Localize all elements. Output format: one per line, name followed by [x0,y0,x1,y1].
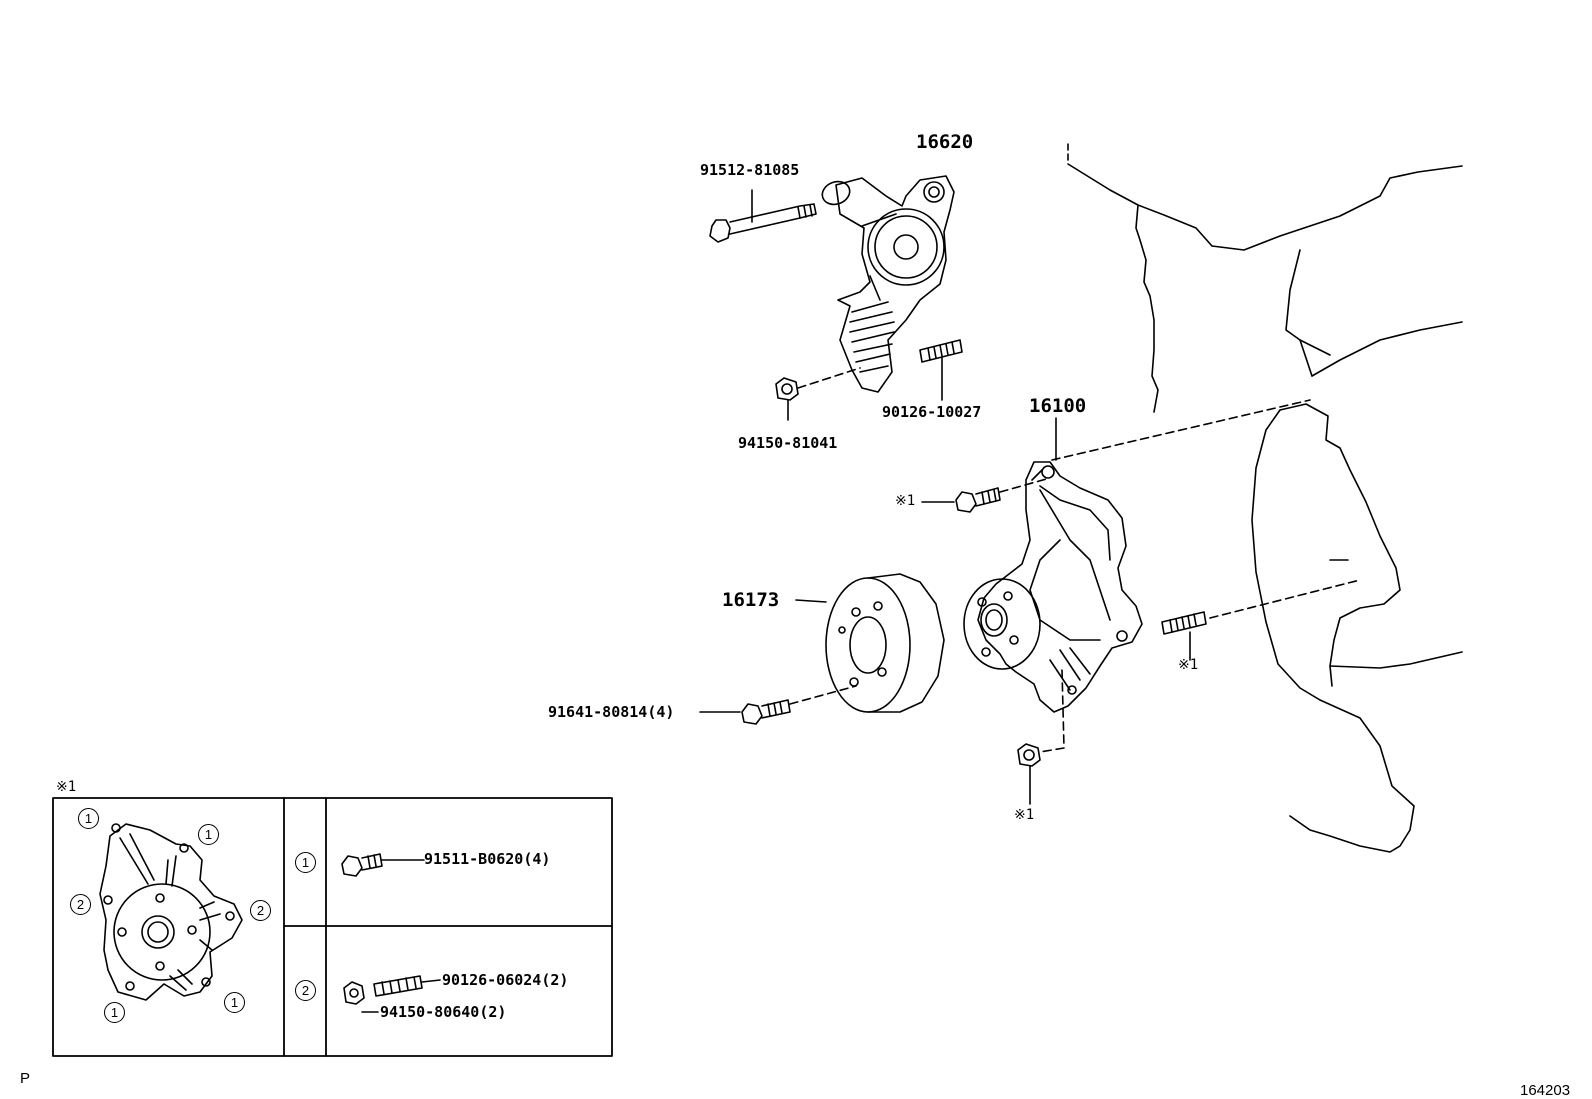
inset-pump-figure [99,823,243,1001]
inset-row1-index: 1 [295,852,316,873]
inset-callout-1: 1 [198,824,219,845]
inset-row2-index: 2 [295,980,316,1001]
label-tensioner-bolt[interactable]: 91512-81085 [700,161,800,179]
pump-stud-leader [1209,579,1361,619]
inset-callout-2: 2 [70,894,91,915]
label-tensioner[interactable]: 16620 [916,131,974,153]
label-pulley-bolt[interactable]: 91641-80814(4) [548,703,675,721]
inset-row1-bolt [341,853,425,877]
inset-table [52,797,613,1057]
engine-block-outline [1067,143,1463,853]
ref-pump-nut: ※1 [1014,807,1035,823]
pump-bolt [921,477,1051,513]
footer-left-mark: P [20,1070,31,1087]
inset-callout-2: 2 [250,900,271,921]
inset-callout-1: 1 [224,992,245,1013]
pump-upper-leader [1051,399,1311,461]
label-tensioner-nut[interactable]: 94150-81041 [738,434,838,452]
ref-pump-bolt: ※1 [895,493,916,509]
pulley-bolt [699,685,857,725]
diagram-id: 164203 [1520,1082,1571,1099]
inset-title: ※1 [56,779,77,795]
water-pump [963,461,1143,713]
pump-stud [1161,611,1207,661]
label-tensioner-stud[interactable]: 90126-10027 [882,403,982,421]
inset-callout-1: 1 [78,808,99,829]
ref-pump-stud: ※1 [1178,657,1199,673]
inset-callout-1: 1 [104,1002,125,1023]
pump-nut [1017,743,1041,805]
tensioner-nut [775,367,861,421]
inset-row2-parts [343,975,441,1013]
belt-tensioner [821,175,955,393]
inset-row1-part[interactable]: 91511-B0620(4) [424,850,551,868]
tensioner-stud [919,339,963,401]
tensioner-bolt [709,189,817,243]
inset-row2-part-b[interactable]: 94150-80640(2) [380,1003,507,1021]
pump-pulley [795,573,945,713]
pump-nut-leader [1039,669,1065,753]
label-water-pump[interactable]: 16100 [1029,395,1087,417]
label-pulley[interactable]: 16173 [722,589,780,611]
inset-row2-part-a[interactable]: 90126-06024(2) [442,971,569,989]
